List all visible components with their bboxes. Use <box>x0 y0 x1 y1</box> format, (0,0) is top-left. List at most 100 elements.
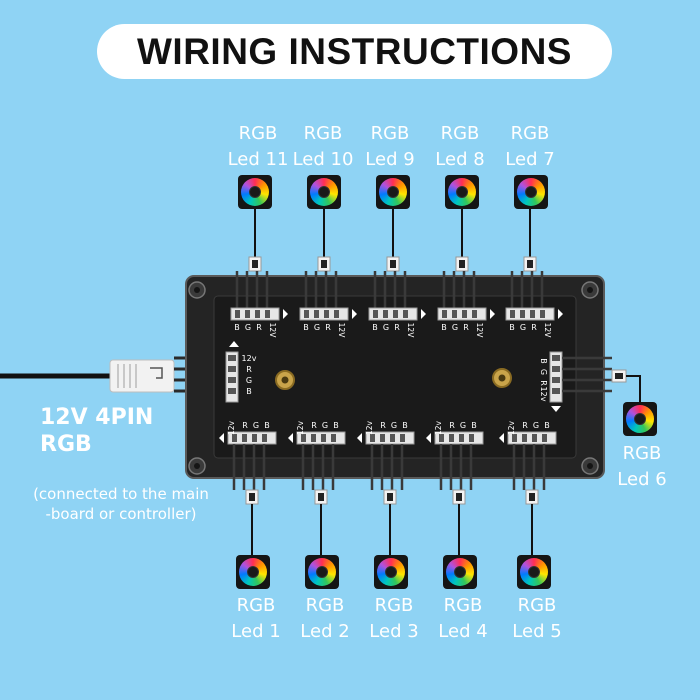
header-hole <box>552 366 560 372</box>
fan-plug-socket <box>527 260 533 268</box>
header-hole <box>449 434 454 442</box>
screw-center <box>587 287 593 293</box>
pin-label: R <box>311 421 317 430</box>
fan-label-line1: RGB <box>374 595 414 616</box>
rgb-fan-icon <box>623 402 657 436</box>
rgb-fan-icon <box>517 555 551 589</box>
pin-label: B <box>303 323 309 332</box>
header-hole <box>552 377 560 383</box>
pin-label: R <box>380 421 386 430</box>
header-hole <box>370 434 375 442</box>
connector-note: 12V 4PIN RGB <box>40 404 153 458</box>
header-hole <box>235 310 240 318</box>
pin1-marker <box>288 433 293 443</box>
header-hole <box>334 310 339 318</box>
pin-label: G <box>322 421 328 430</box>
connector-note-detail-line1: (connected to the main <box>33 485 209 503</box>
fan-cable <box>626 375 641 402</box>
header-hole <box>228 366 236 372</box>
connector-note-detail: (connected to the main -board or control… <box>8 484 234 524</box>
header-hole <box>331 434 336 442</box>
pin-label: 12v <box>434 420 443 435</box>
pin-label: B <box>372 323 378 332</box>
pin1-marker <box>357 433 362 443</box>
screw-center <box>587 463 593 469</box>
fan-plug-socket <box>249 493 255 501</box>
pin1-marker <box>219 433 224 443</box>
fan-label-led-11: RGB Led 11 <box>218 121 298 173</box>
pin-label: G <box>520 323 526 332</box>
header-hole <box>512 434 517 442</box>
fan-plug-socket <box>456 493 462 501</box>
pin1-marker <box>551 406 561 412</box>
fan-label-led-5: RGB Led 5 <box>497 593 577 645</box>
pin-label: R <box>539 380 548 386</box>
fan-plug-socket <box>390 260 396 268</box>
fan-label-line2: Led 6 <box>617 469 667 490</box>
pin-label: 12v <box>296 420 305 435</box>
header-hole <box>228 377 236 383</box>
header-hole <box>520 310 525 318</box>
header-hole <box>383 310 388 318</box>
pin-label: G <box>253 421 259 430</box>
pin-label: B <box>544 421 550 430</box>
header-hole <box>510 310 515 318</box>
header-hole <box>380 434 385 442</box>
fan-label-led-9: RGB Led 9 <box>350 121 430 173</box>
header-hole <box>262 434 267 442</box>
pin-label: G <box>391 421 397 430</box>
header-hole <box>532 434 537 442</box>
header-hole <box>552 355 560 361</box>
pin-label: R <box>242 421 248 430</box>
fan-label-led-10: RGB Led 10 <box>283 121 363 173</box>
fan-label-line1: RGB <box>517 595 557 616</box>
header-hole <box>252 434 257 442</box>
pin-label: G <box>452 323 458 332</box>
pin-label: 12v <box>242 354 257 363</box>
fan-label-line1: RGB <box>236 595 276 616</box>
header-hole <box>245 310 250 318</box>
fan-plug-socket <box>318 493 324 501</box>
title-banner: WIRING INSTRUCTIONS <box>97 24 612 79</box>
fan-plug-socket <box>459 260 465 268</box>
header-hole <box>304 310 309 318</box>
header-hole <box>439 434 444 442</box>
pin-label: G <box>314 323 320 332</box>
rgb-fan-icon <box>514 175 548 209</box>
fan-plug-socket <box>615 373 623 379</box>
fan-plug-socket <box>529 493 535 501</box>
plug-arrow <box>150 367 163 379</box>
header-hole <box>393 310 398 318</box>
fan-label-line1: RGB <box>440 123 480 144</box>
header-hole <box>552 388 560 394</box>
pin-label: 12V <box>268 323 277 339</box>
header-hole <box>390 434 395 442</box>
pin1-marker <box>283 309 288 319</box>
header-hole <box>530 310 535 318</box>
pin-label: R <box>522 421 528 430</box>
header-hole <box>400 434 405 442</box>
pin-label: 12V <box>475 323 484 339</box>
fan-label-line2: Led 10 <box>292 149 354 170</box>
fan-label-led-6: RGB Led 6 <box>602 441 682 493</box>
pin-label: 12V <box>406 323 415 339</box>
fan-label-led-4: RGB Led 4 <box>423 593 503 645</box>
pin-label: 12V <box>337 323 346 339</box>
pin-label: R <box>531 323 537 332</box>
pin-label: R <box>256 323 262 332</box>
connector-note-line1: 12V 4PIN <box>40 405 154 430</box>
pin-label: 12v <box>507 420 516 435</box>
pin-label: 12V <box>543 323 552 339</box>
fan-label-led-3: RGB Led 3 <box>354 593 434 645</box>
fan-label-line2: Led 11 <box>227 149 289 170</box>
pin-label: B <box>402 421 408 430</box>
pin-label: R <box>463 323 469 332</box>
header-hole <box>321 434 326 442</box>
rgb-fan-icon <box>305 555 339 589</box>
rgb-fan-icon <box>443 555 477 589</box>
pin1-marker <box>229 341 239 347</box>
pin-label: B <box>234 323 240 332</box>
fan-label-line2: Led 9 <box>365 149 415 170</box>
fan-label-line2: Led 7 <box>505 149 555 170</box>
fan-label-line1: RGB <box>622 443 662 464</box>
